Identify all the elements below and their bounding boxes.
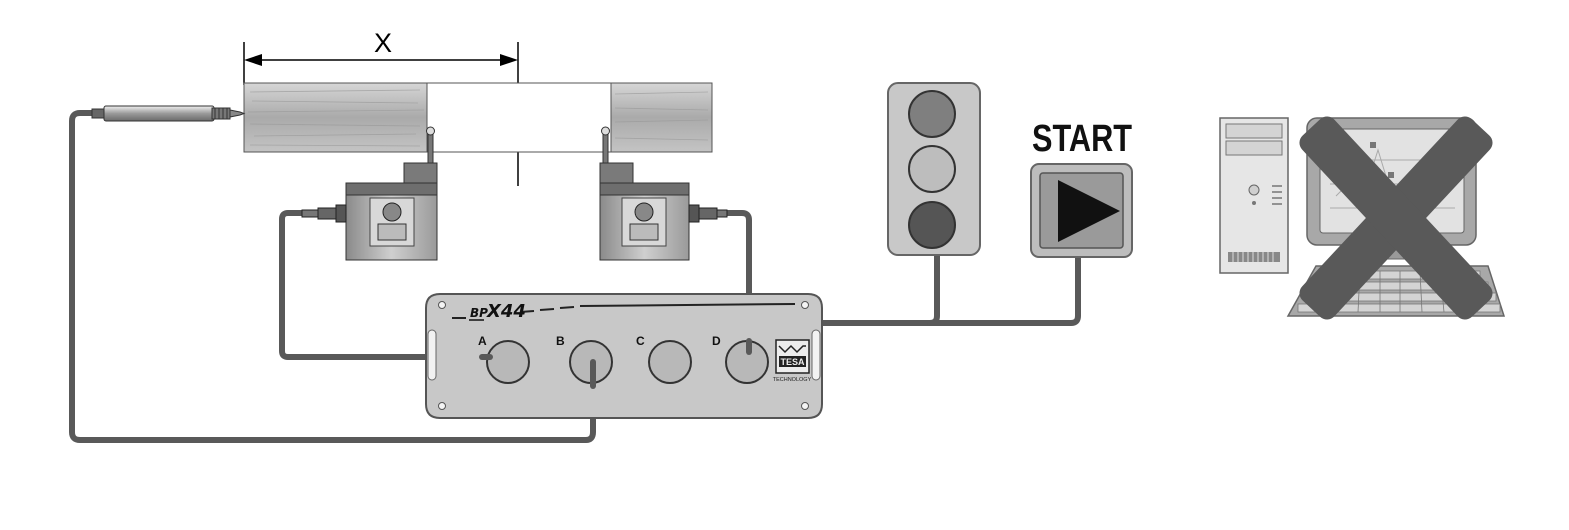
tube-hollow: [426, 82, 612, 153]
linear-probe: [91, 105, 246, 122]
port-label-c: C: [636, 334, 645, 348]
light-bottom: [908, 201, 956, 249]
port-c: C: [636, 334, 692, 384]
tube-right: [610, 82, 713, 153]
cable-left-block-to-a: [279, 210, 493, 360]
logo-sub: TECHNOLOGY: [773, 377, 812, 383]
cable-right-block-to-d: [719, 210, 752, 344]
pc-tower-icon: [1219, 117, 1289, 274]
dimension-label: X: [374, 28, 392, 58]
status-traffic-light: [887, 82, 981, 256]
port-label-a: A: [478, 334, 487, 348]
bpx44-unit: BP X44 A B C D TESA TECHNOLOGY: [425, 293, 823, 419]
model-label-prefix: BP: [470, 306, 488, 320]
cable-ends: [479, 338, 752, 389]
start-label: START: [1032, 118, 1132, 160]
cable-probe-to-b: [69, 110, 596, 443]
cables: [69, 110, 1081, 443]
port-label-d: D: [712, 334, 721, 348]
tube-left: [243, 82, 428, 153]
workpiece: [243, 82, 713, 153]
light-top: [908, 90, 956, 138]
port-label-b: B: [556, 334, 565, 348]
right-measuring-block: [599, 126, 728, 261]
play-icon: [1058, 180, 1120, 242]
light-middle: [908, 145, 956, 193]
cable-unit-to-start: [927, 251, 1081, 326]
left-measuring-block: [301, 126, 438, 261]
port-a: A: [478, 334, 530, 384]
start-button: START: [1030, 118, 1133, 258]
dimension-x: X: [243, 28, 519, 186]
cable-unit-to-light: [819, 251, 940, 326]
model-label-main: X44: [486, 301, 526, 322]
manufacturer-logo: TESA TECHNOLOGY: [773, 339, 812, 383]
logo-text: TESA: [780, 357, 805, 367]
computer-crossed-out: [1219, 116, 1506, 320]
cross-out-icon: [1299, 116, 1493, 320]
